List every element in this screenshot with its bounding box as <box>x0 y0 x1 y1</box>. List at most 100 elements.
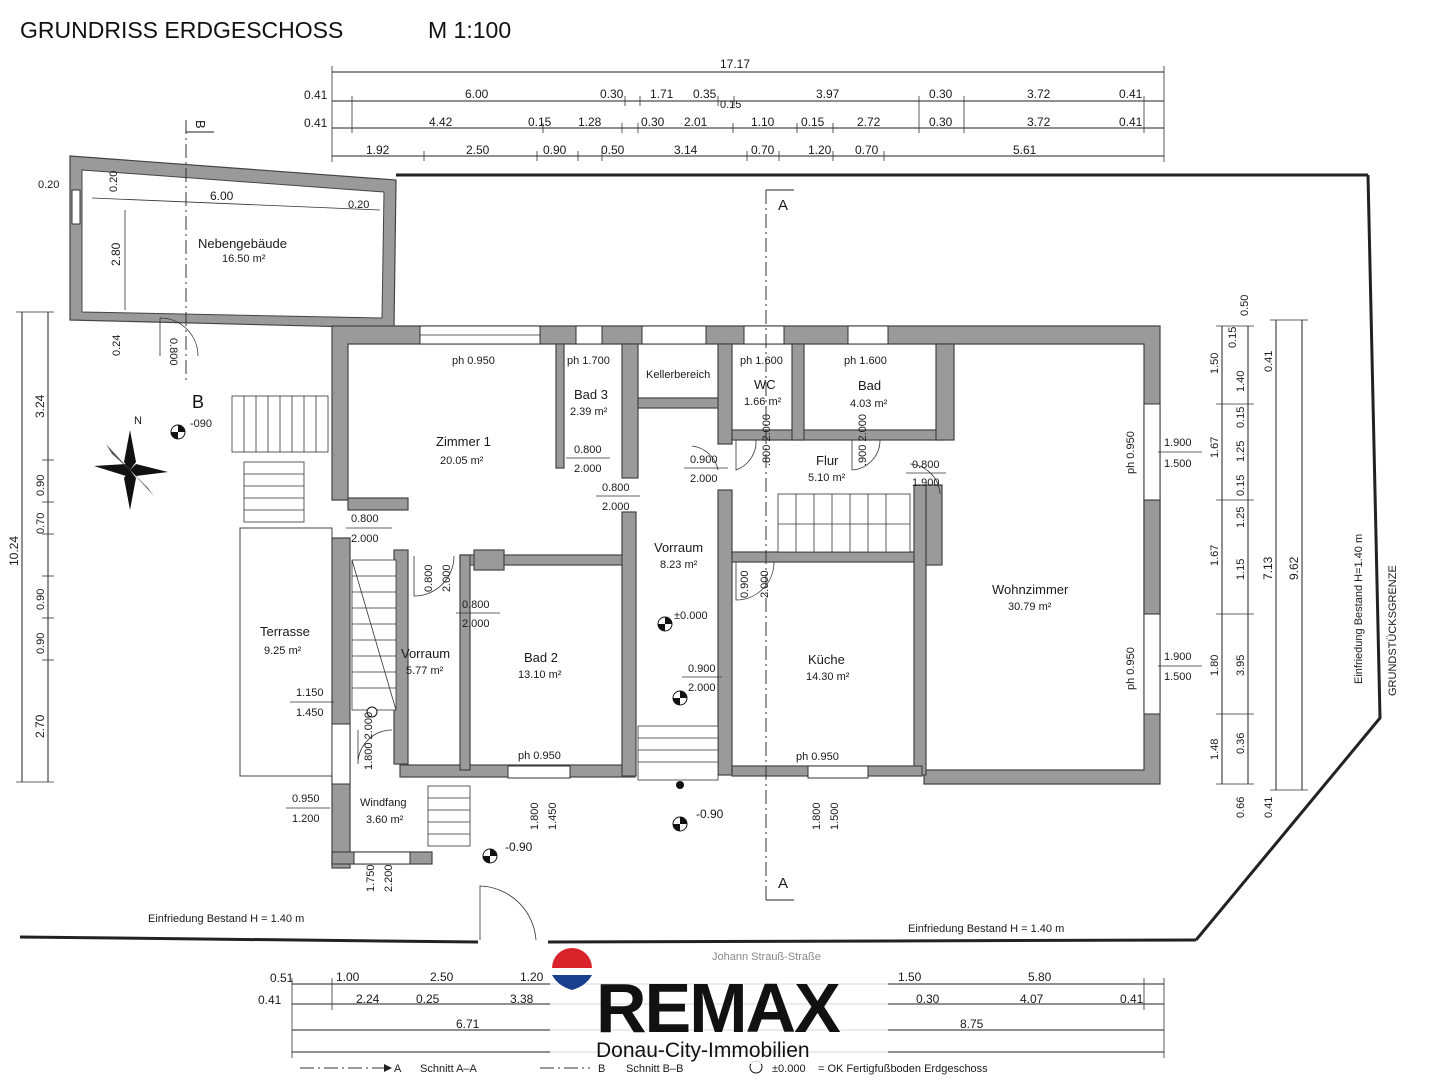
dim-right-12: 1.80 <box>1209 655 1221 676</box>
dim-r3-4: 0.50 <box>601 143 625 157</box>
wohnzimmer-ph1: ph 0.950 <box>1125 431 1137 474</box>
dim-r2-2: 4.42 <box>429 115 453 129</box>
annex-w2: 0.20 <box>108 171 120 192</box>
dim-r3-3: 0.90 <box>543 143 567 157</box>
bad3-ph: ph 1.700 <box>567 355 610 367</box>
dim-r3-9: 5.61 <box>1013 143 1037 157</box>
vorraum-small-area: 5.77 m² <box>406 665 444 677</box>
wohnzimmer-area: 30.79 m² <box>1008 601 1052 613</box>
annex-w3: 0.20 <box>348 199 369 211</box>
section-a: A A <box>765 189 794 901</box>
dim-r2-8: 0.15 <box>801 115 825 129</box>
dim-left-2: 0.90 <box>35 475 47 496</box>
dim-r2-7: 1.10 <box>751 115 775 129</box>
annex-area: 16.50 m² <box>222 253 266 265</box>
level-1: -090 <box>190 418 212 430</box>
dim-r3-8: 0.70 <box>855 143 879 157</box>
bad-area: 4.03 m² <box>850 398 888 410</box>
section-a-top: A <box>778 197 788 214</box>
d-vorraum-top-h: 2.000 <box>602 501 630 513</box>
fence-vertical-label: Einfriedung Bestand H=1.40 m <box>1353 534 1365 684</box>
dim-b1-6: 5.80 <box>1028 970 1052 984</box>
dim-right-16: 0.66 <box>1235 797 1247 818</box>
d-vorraum-main-w: 0.900 <box>688 663 716 675</box>
dim-r1-7: 3.97 <box>816 87 840 101</box>
legend: A Schnitt A–A B Schnitt B–B ±0.000 = OK … <box>300 1060 988 1075</box>
dim-left-4: 0.90 <box>35 589 47 610</box>
level-markers: -090 ±0.000 -0.90 -0.90 <box>170 418 724 864</box>
main-building <box>331 325 1161 869</box>
d-vorraum-main-h: 2.000 <box>688 682 716 694</box>
dim-right-2: 0.15 <box>1227 327 1239 348</box>
annex-length: 6.00 <box>210 189 234 203</box>
d-bad: .900 2.000 <box>857 414 869 466</box>
bad-name: Bad <box>858 378 881 393</box>
dim-b2-5: 0.30 <box>916 992 940 1006</box>
dim-right-4: 1.40 <box>1235 371 1247 392</box>
dim-r2-6: 2.01 <box>684 115 708 129</box>
legend-a-text: Schnitt A–A <box>420 1063 478 1075</box>
remax-watermark: Johann Strauß-Straße REMAX Donau-City-Im… <box>550 944 888 1064</box>
plan-title: GRUNDRISS ERDGESCHOSS <box>20 17 343 43</box>
terrasse-name: Terrasse <box>260 624 310 639</box>
w-windfang-side-w: 0.950 <box>292 793 320 805</box>
dim-right-10: 1.67 <box>1209 545 1221 566</box>
legend-b-mark: B <box>598 1063 605 1075</box>
d-flur-h: 1.900 <box>912 477 940 489</box>
dim-r2-4: 1.28 <box>578 115 602 129</box>
w-kueche-bottom-w: 1.800 <box>811 802 823 830</box>
windfang-area: 3.60 m² <box>366 814 404 826</box>
d-bad3-h: 2.000 <box>574 463 602 475</box>
w-wohn1-w: 1.900 <box>1164 437 1192 449</box>
d-keller-w: 0.900 <box>690 454 718 466</box>
wohnzimmer-name: Wohnzimmer <box>992 582 1069 597</box>
dim-right-14: 1.48 <box>1209 739 1221 760</box>
bad3-area: 2.39 m² <box>570 406 608 418</box>
section-b: B B <box>185 120 214 412</box>
windows <box>331 325 1161 865</box>
dim-right-18: 0.41 <box>1263 797 1275 818</box>
dim-r2-5: 0.30 <box>641 115 665 129</box>
w-kueche-bottom-h: 1.500 <box>829 802 841 830</box>
dim-r1-3: 0.30 <box>600 87 624 101</box>
plan-scale: M 1:100 <box>428 17 511 43</box>
dim-r3-2: 2.50 <box>466 143 490 157</box>
annex-depth: 2.80 <box>109 242 123 266</box>
dim-right-19: 7.13 <box>1261 556 1275 580</box>
dim-r1-5: 0.35 <box>693 87 717 101</box>
door-swings <box>357 439 941 765</box>
fence-right-label: Einfriedung Bestand H = 1.40 m <box>908 923 1064 935</box>
d-kueche-w: 0.900 <box>739 570 751 598</box>
dim-b2-7: 0.41 <box>1120 992 1144 1006</box>
w-wohn1-h: 1.500 <box>1164 458 1192 470</box>
dim-r3-6: 0.70 <box>751 143 775 157</box>
d-wc: .800 2.000 <box>761 414 773 466</box>
dim-right-6: 1.67 <box>1209 437 1221 458</box>
remax-balloon-icon <box>552 948 592 990</box>
annex-name: Nebengebäude <box>198 236 287 251</box>
bad3-name: Bad 3 <box>574 387 608 402</box>
dim-r2-10: 0.30 <box>929 115 953 129</box>
dim-r3-5: 3.14 <box>674 143 698 157</box>
kueche-ph: ph 0.950 <box>796 751 839 763</box>
level-2: ±0.000 <box>674 610 708 622</box>
d-keller-h: 2.000 <box>690 473 718 485</box>
dim-r1-4: 1.71 <box>650 87 674 101</box>
wohnzimmer-ph2: ph 0.950 <box>1125 647 1137 690</box>
flur-area: 5.10 m² <box>808 472 846 484</box>
dim-r2-1: 0.41 <box>304 116 328 130</box>
terrasse-area: 9.25 m² <box>264 645 302 657</box>
wc-ph: ph 1.600 <box>740 355 783 367</box>
windfang-name: Windfang <box>360 797 406 809</box>
bad-ph: ph 1.600 <box>844 355 887 367</box>
w-terr-h: 1.450 <box>296 707 324 719</box>
w-windfang-v: 1.800 2.000 <box>363 712 375 770</box>
room-labels: ph 0.950 Zimmer 1 20.05 m² ph 1.700 Bad … <box>260 355 1137 826</box>
w-windfang-bottom-h: 2.200 <box>383 864 395 892</box>
dim-left-6: 2.70 <box>33 714 47 738</box>
top-dimensions: 17.17 0.41 6.00 0.30 1.71 0.35 0.15 3.97… <box>304 57 1165 162</box>
dim-r2-9: 2.72 <box>857 115 881 129</box>
annex-w4: 0.24 <box>111 335 123 356</box>
legend-level-mark: ±0.000 <box>772 1063 806 1075</box>
